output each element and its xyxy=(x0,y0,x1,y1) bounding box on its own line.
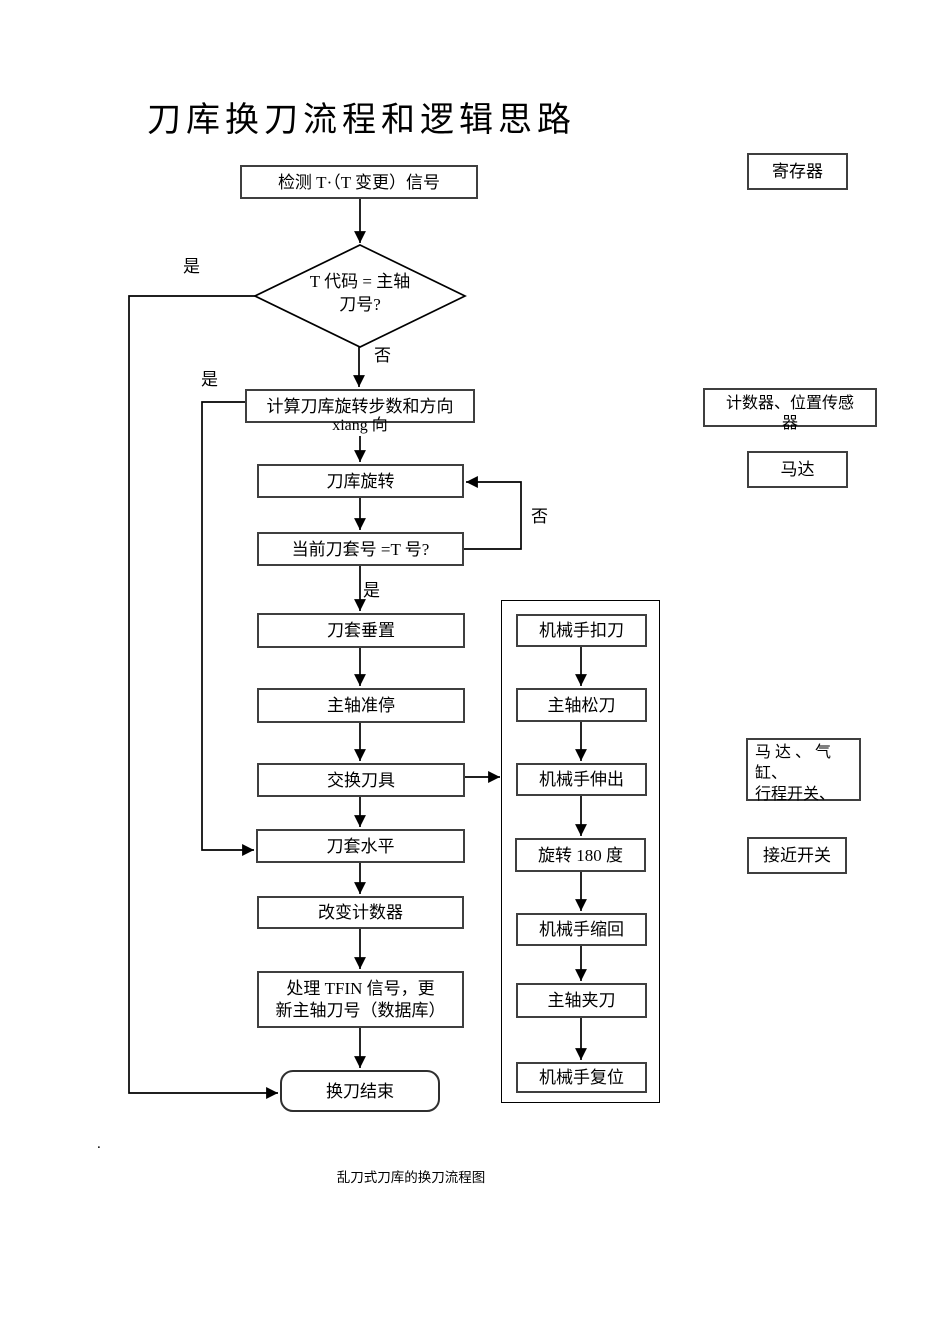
node-calc-steps: 计算刀库旋转步数和方向 xyxy=(245,389,475,423)
branch-label-no-loop: 否 xyxy=(531,507,548,526)
annotation-counter-line2: 器 xyxy=(781,415,798,432)
branch-label-no-decision: 否 xyxy=(374,346,391,365)
node-pocket-horizontal: 刀套水平 xyxy=(256,829,465,863)
branch-label-yes-calc: 是 xyxy=(201,370,218,389)
figure-caption: 乱刀式刀库的换刀流程图 xyxy=(336,1170,486,1185)
node-pocket-vertical: 刀套垂置 xyxy=(257,613,465,648)
arm-step-unclamp: 主轴松刀 xyxy=(516,688,647,722)
annotation-motor-cyl-line1: 马 达 、 气 xyxy=(755,744,832,761)
decision-diamond-text: T 代码 = 主轴 刀号? xyxy=(280,270,440,316)
node-tfin-line2: 新主轴刀号（数据库） xyxy=(275,1000,446,1020)
node-end: 换刀结束 xyxy=(280,1070,440,1112)
node-magazine-rotate: 刀库旋转 xyxy=(257,464,464,498)
arm-sequence-frame xyxy=(501,600,660,1103)
node-check-pocket: 当前刀套号 =T 号? xyxy=(257,532,464,566)
annotation-motor-cyl-line3: 行程开关、 xyxy=(755,786,836,803)
connector-loop-no xyxy=(464,476,522,550)
stray-period: . xyxy=(97,1136,101,1152)
page-title: 刀库换刀流程和逻辑思路 xyxy=(147,102,576,139)
annotation-motor: 马达 xyxy=(747,451,848,488)
node-change-counter: 改变计数器 xyxy=(257,896,464,929)
branch-label-yes-check: 是 xyxy=(363,581,380,600)
arm-step-grab: 机械手扣刀 xyxy=(516,614,647,647)
arm-step-retract: 机械手缩回 xyxy=(516,913,647,946)
annotation-motor-cyl-line2: 缸、 xyxy=(755,765,788,782)
annotation-proximity-switch: 接近开关 xyxy=(747,837,847,874)
node-calc-steps-overflow: xiang 向 xyxy=(332,417,388,434)
arm-step-extend: 机械手伸出 xyxy=(516,763,647,796)
branch-label-yes-decision: 是 xyxy=(183,257,200,276)
connector-yes-to-horiz xyxy=(201,401,254,856)
node-tfin-line1: 处理 TFIN 信号，更 xyxy=(286,978,435,998)
annotation-register: 寄存器 xyxy=(747,153,848,190)
annotation-motor-cylinder-switch: 马 达 、 气 缸、 行程开关、 xyxy=(746,738,861,803)
arm-step-rotate180: 旋转 180 度 xyxy=(515,838,646,872)
arm-step-reset: 机械手复位 xyxy=(516,1062,647,1093)
annotation-counter-line1: 计数器、位置传感 xyxy=(725,395,854,412)
decision-line1: T 代码 = 主轴 xyxy=(309,272,411,291)
node-spindle-orient: 主轴准停 xyxy=(257,688,465,723)
decision-line2: 刀号? xyxy=(339,295,381,314)
node-exchange-tool: 交换刀具 xyxy=(257,763,465,797)
annotation-counter-sensor: 计数器、位置传感 器 xyxy=(703,388,877,432)
node-tfin: 处理 TFIN 信号，更 新主轴刀号（数据库） xyxy=(257,971,464,1028)
node-detect-signal: 检测 T·（T 变更）信号 xyxy=(240,165,478,199)
arm-step-clamp: 主轴夹刀 xyxy=(516,983,647,1018)
